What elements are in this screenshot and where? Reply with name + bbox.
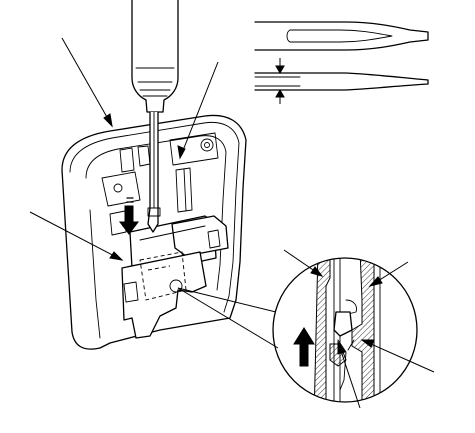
push-down-arrow-icon xyxy=(119,197,139,235)
key-module xyxy=(121,215,229,339)
leader-circuit xyxy=(179,61,219,159)
leader-module xyxy=(29,211,123,261)
screwdriver-tip-top-view xyxy=(254,21,429,51)
detail-magnifier xyxy=(177,257,418,403)
screwdriver-tip-side-view xyxy=(254,58,429,104)
leader-detail-right xyxy=(361,339,435,373)
flat-screwdriver xyxy=(131,0,179,233)
remote-key-body xyxy=(61,114,247,350)
callout-leaders xyxy=(29,37,435,409)
circuit-board xyxy=(101,132,219,236)
push-up-arrow-icon xyxy=(293,327,315,367)
leader-body xyxy=(61,37,113,127)
